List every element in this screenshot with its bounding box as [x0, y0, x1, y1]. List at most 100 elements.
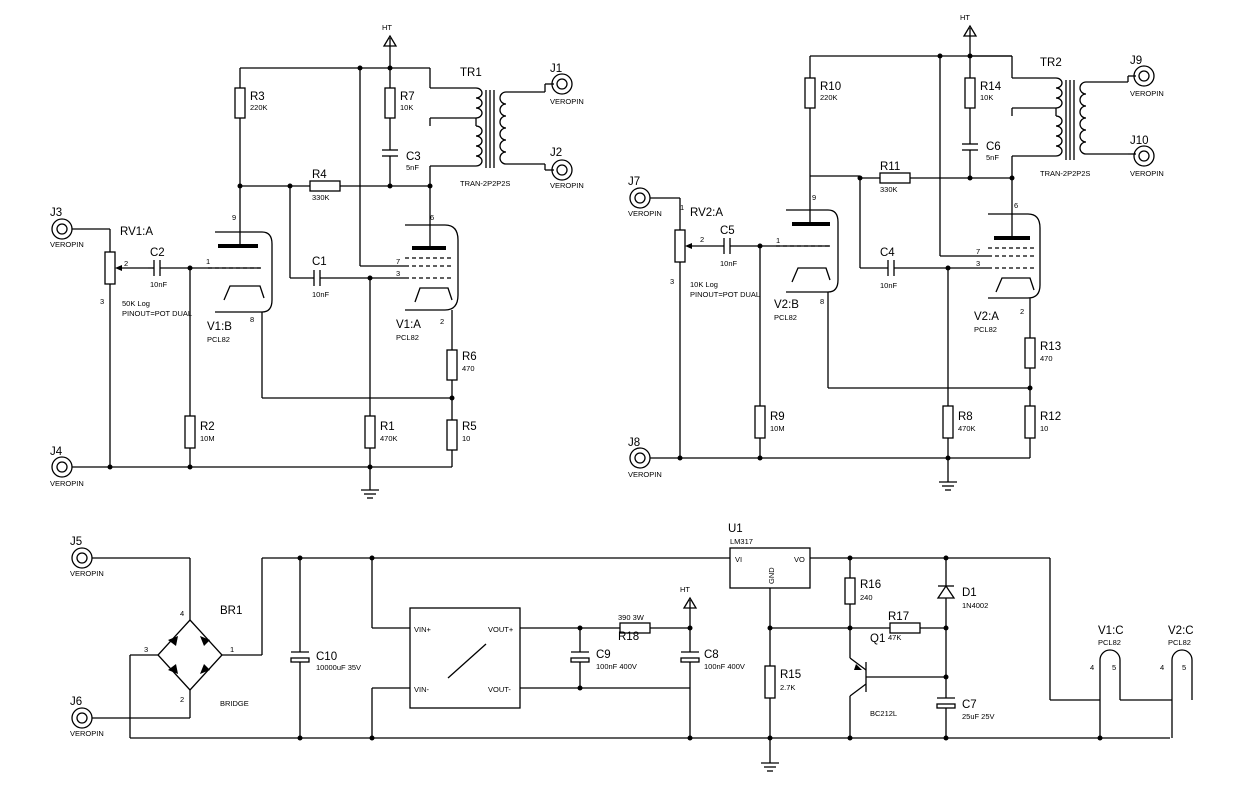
svg-text:C10: C10	[316, 651, 337, 663]
svg-text:C6: C6	[986, 141, 1001, 153]
svg-text:GND: GND	[767, 567, 776, 584]
svg-text:5: 5	[1182, 663, 1186, 672]
power-supply: J5 VEROPIN J6 VEROPIN BR1 BRIDGE 4	[70, 523, 1194, 772]
rv1-potentiometer: RV1:A 50K Log PINOUT=POT DUAL 2 3	[100, 226, 192, 467]
j1-connector: J1 VEROPIN	[550, 63, 584, 106]
svg-text:2: 2	[180, 695, 184, 704]
svg-text:50K Log: 50K Log	[122, 299, 150, 308]
c3-capacitor: C3 5nF	[382, 149, 421, 186]
rv2-potentiometer: RV2:A 10K Log PINOUT=POT DUAL 2 3 1	[670, 198, 760, 458]
svg-text:R10: R10	[820, 81, 841, 93]
svg-text:R12: R12	[1040, 411, 1061, 423]
svg-text:470K: 470K	[958, 424, 976, 433]
svg-text:2: 2	[700, 235, 704, 244]
dc-dc-converter: VIN+ VIN- VOUT+ VOUT-	[371, 558, 690, 738]
svg-text:J7: J7	[628, 176, 640, 188]
r8-resistor: R8 470K	[942, 405, 976, 474]
svg-text:PINOUT=POT DUAL: PINOUT=POT DUAL	[122, 309, 192, 318]
r1-resistor: R1 470K	[364, 415, 398, 482]
svg-text:PCL82: PCL82	[974, 325, 997, 334]
svg-text:R13: R13	[1040, 341, 1061, 353]
svg-text:V2:B: V2:B	[774, 299, 799, 311]
svg-text:7: 7	[396, 257, 400, 266]
svg-text:240: 240	[860, 593, 873, 602]
svg-text:100nF 400V: 100nF 400V	[596, 662, 637, 671]
svg-text:RV1:A: RV1:A	[120, 226, 153, 238]
svg-text:10: 10	[462, 434, 470, 443]
v1a-pentode: V1:A PCL82 6 7 3 2	[396, 186, 459, 342]
svg-text:U1: U1	[728, 523, 743, 535]
tr2-transformer: TR2 TRAN-2P2P2S	[970, 55, 1136, 178]
svg-text:BRIDGE: BRIDGE	[220, 699, 249, 708]
svg-text:R14: R14	[980, 81, 1002, 93]
svg-text:VEROPIN: VEROPIN	[628, 470, 662, 479]
r17-resistor: R17 47K	[888, 611, 946, 642]
svg-text:J2: J2	[550, 147, 562, 159]
svg-text:VIN-: VIN-	[414, 685, 430, 694]
svg-text:VEROPIN: VEROPIN	[550, 181, 584, 190]
svg-text:J9: J9	[1130, 55, 1142, 67]
svg-text:HT: HT	[382, 23, 392, 32]
v1c-heater: V1:C PCL82 4 5	[1090, 625, 1172, 738]
svg-text:J8: J8	[628, 437, 640, 449]
svg-text:C7: C7	[962, 699, 977, 711]
c10-capacitor: C10 10000uF 35V	[290, 558, 361, 738]
v1b-triode: V1:B PCL82 9 1 8	[206, 186, 273, 344]
svg-text:C3: C3	[406, 151, 421, 163]
svg-text:VOUT+: VOUT+	[488, 625, 514, 634]
svg-text:R1: R1	[380, 421, 395, 433]
c6-capacitor: C6 5nF	[962, 141, 1001, 178]
svg-text:3: 3	[976, 259, 980, 268]
c8-capacitor: C8 100nF 400V	[680, 628, 745, 738]
svg-text:R5: R5	[462, 421, 477, 433]
svg-text:D1: D1	[962, 587, 977, 599]
svg-text:PCL82: PCL82	[1098, 638, 1121, 647]
c9-capacitor: C9 100nF 400V	[570, 628, 637, 688]
j2-connector: J2 VEROPIN	[550, 147, 584, 190]
ground-2	[938, 473, 958, 491]
d1-diode: D1 1N4002	[936, 558, 988, 628]
u1-regulator: U1 LM317 VI VO GND	[728, 523, 1050, 628]
ht-supply-2: HT	[960, 13, 977, 56]
svg-text:RV2:A: RV2:A	[690, 207, 723, 219]
svg-text:2: 2	[124, 259, 128, 268]
j4-connector: J4 VEROPIN	[50, 446, 84, 488]
svg-text:10nF: 10nF	[880, 281, 898, 290]
svg-text:VEROPIN: VEROPIN	[50, 240, 84, 249]
svg-text:C9: C9	[596, 649, 611, 661]
r12-resistor: R12 10	[1024, 405, 1061, 458]
svg-text:R16: R16	[860, 579, 881, 591]
svg-text:3: 3	[670, 277, 674, 286]
svg-text:220K: 220K	[250, 103, 268, 112]
r14-resistor: R14 10K	[964, 56, 1002, 144]
svg-text:5nF: 5nF	[986, 153, 999, 162]
svg-text:5: 5	[1112, 663, 1116, 672]
svg-text:J1: J1	[550, 63, 562, 75]
svg-text:7: 7	[976, 247, 980, 256]
svg-text:8: 8	[250, 315, 254, 324]
svg-text:470K: 470K	[380, 434, 398, 443]
svg-text:LM317: LM317	[730, 537, 753, 546]
svg-text:V1:C: V1:C	[1098, 625, 1124, 637]
svg-text:R9: R9	[770, 411, 785, 423]
svg-text:9: 9	[232, 213, 236, 222]
svg-text:V2:C: V2:C	[1168, 625, 1194, 637]
svg-text:1: 1	[230, 645, 234, 654]
r9-resistor: R9 10M	[754, 405, 785, 458]
j5-connector: J5 VEROPIN	[70, 536, 104, 578]
svg-text:R3: R3	[250, 91, 265, 103]
r4-resistor: R4 330K	[309, 169, 430, 202]
svg-text:5nF: 5nF	[406, 163, 419, 172]
svg-text:10nF: 10nF	[312, 290, 330, 299]
svg-text:HT: HT	[680, 585, 690, 594]
r3-resistor: R3 220K	[234, 68, 268, 186]
svg-text:10nF: 10nF	[720, 259, 738, 268]
svg-text:TRAN-2P2P2S: TRAN-2P2P2S	[460, 179, 510, 188]
ground-1	[360, 481, 380, 499]
v2c-heater: V2:C PCL82 4 5	[1160, 625, 1194, 738]
svg-text:PCL82: PCL82	[1168, 638, 1191, 647]
svg-text:VEROPIN: VEROPIN	[1130, 89, 1164, 98]
r10-resistor: R10 220K	[804, 56, 841, 176]
j8-connector: J8 VEROPIN	[628, 437, 662, 479]
